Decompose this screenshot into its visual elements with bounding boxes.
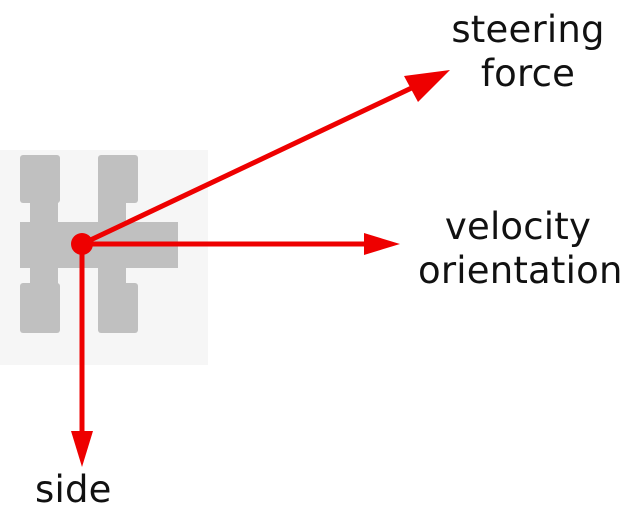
velocity-label-line1: velocity xyxy=(444,205,592,248)
steering-label-line2: force xyxy=(480,52,576,95)
wheel-rear-right xyxy=(98,283,138,333)
steering-force-arrow-shaft xyxy=(80,81,422,247)
wheel-front-right xyxy=(98,155,138,203)
origin-dot-icon xyxy=(71,233,93,255)
velocity-label-line2: orientation xyxy=(418,249,623,292)
velocity-arrowhead xyxy=(364,233,400,255)
arrows xyxy=(71,70,450,467)
side-label: side xyxy=(35,468,112,511)
wheel-rear-left xyxy=(20,283,60,333)
wheel-front-left xyxy=(20,155,60,203)
steering-force-label: steering force xyxy=(448,8,608,96)
steering-force-arrowhead xyxy=(404,70,450,102)
velocity-orientation-label: velocity orientation xyxy=(418,205,623,293)
steering-label-line1: steering xyxy=(451,8,605,51)
side-arrowhead xyxy=(71,431,93,467)
